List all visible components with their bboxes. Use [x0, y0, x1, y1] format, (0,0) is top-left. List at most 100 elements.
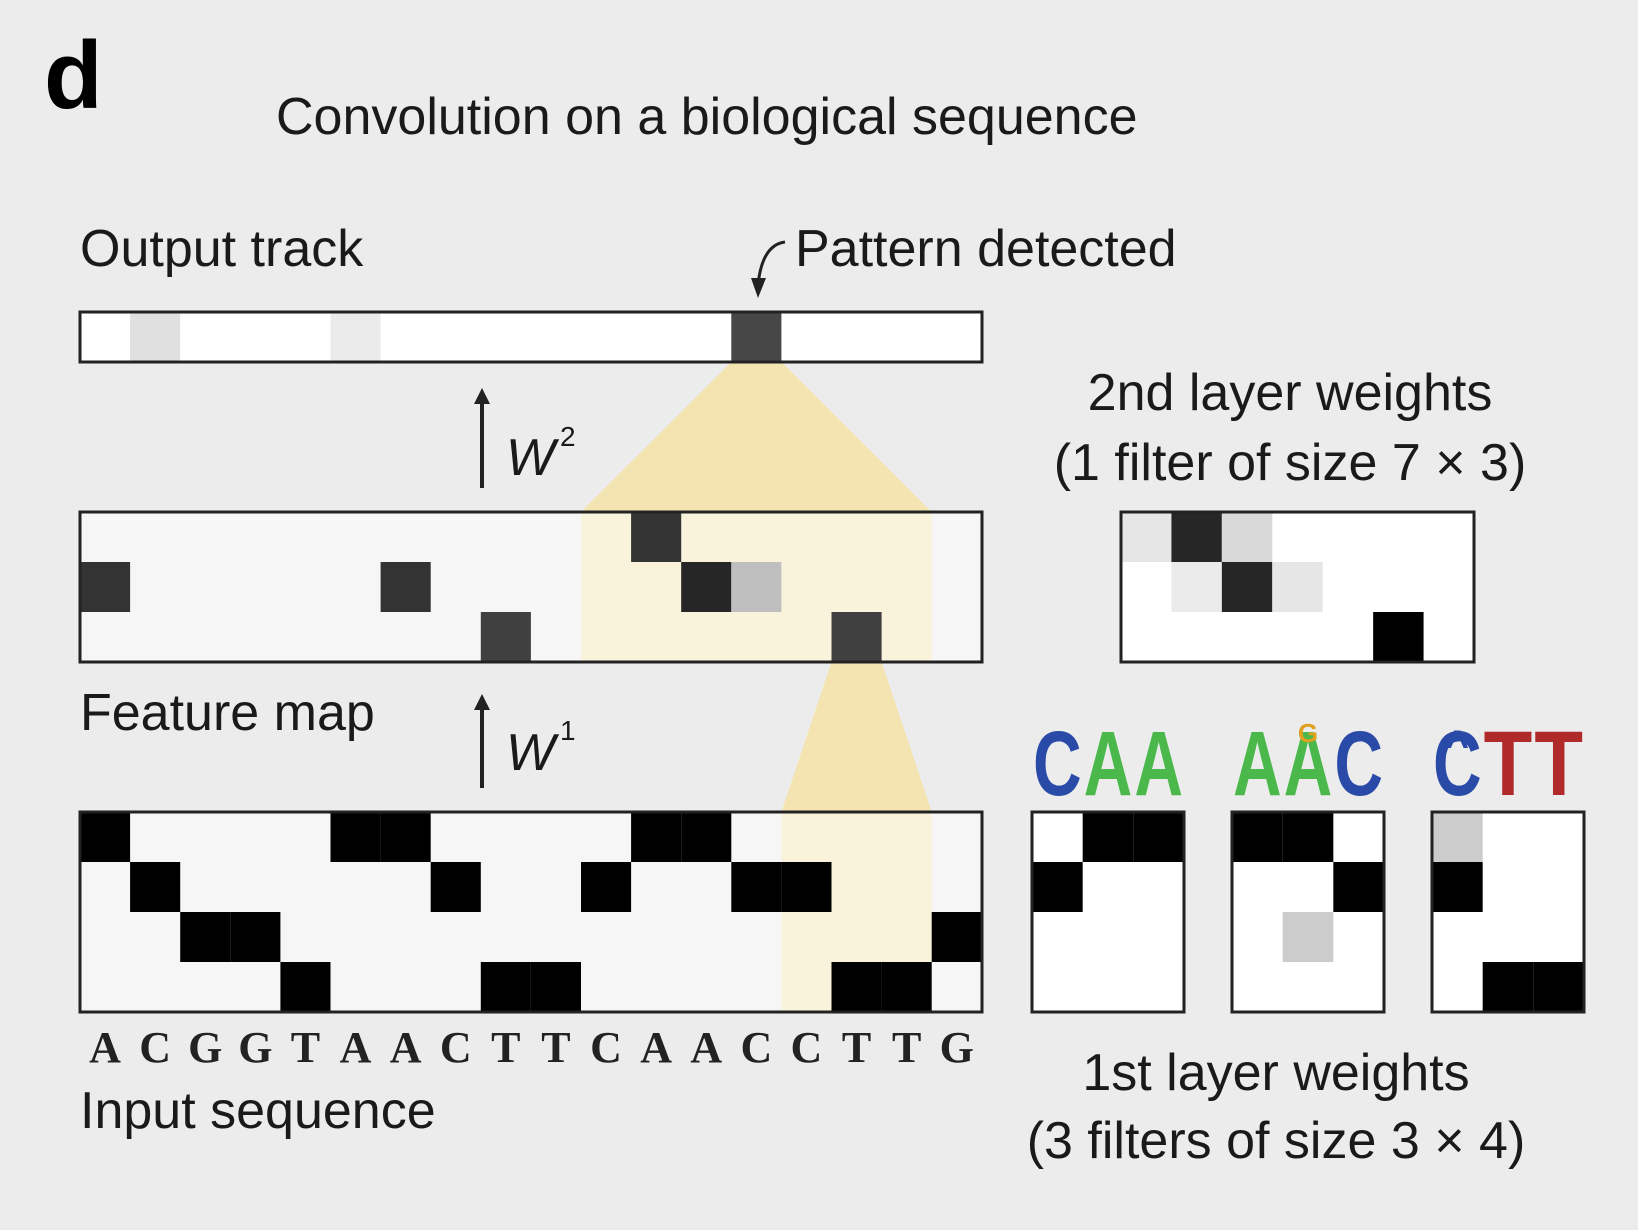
one-hot-cell	[180, 912, 231, 962]
sequence-letter: T	[892, 1023, 921, 1072]
one-hot-cell	[581, 862, 632, 912]
feature-map-border	[78, 510, 984, 664]
filter-cell	[1282, 912, 1334, 962]
logo-letter: C	[1033, 713, 1082, 815]
output-track-bg	[80, 312, 982, 362]
first-layer-title: 1st layer weights	[1082, 1044, 1469, 1102]
logo-small-letter: G	[1298, 718, 1318, 748]
one-hot-cell	[831, 962, 882, 1012]
diagram-title: Convolution on a biological sequence	[276, 88, 1138, 146]
output-track-cell	[731, 312, 782, 362]
sequence-letter: C	[740, 1023, 772, 1072]
sequence-letter: C	[791, 1023, 823, 1072]
filter-cell	[1432, 812, 1483, 862]
sequence-letter: A	[390, 1023, 422, 1072]
filter-cell	[1232, 812, 1283, 862]
sequence-letter: T	[291, 1023, 320, 1072]
filter-border	[1230, 810, 1386, 1014]
second-layer-title: 2nd layer weights	[1088, 364, 1493, 422]
logo-letter: C	[1433, 713, 1482, 815]
second-layer-cell	[1121, 512, 1172, 562]
logo-letter: T	[1484, 713, 1533, 815]
filter-cell	[1133, 812, 1184, 862]
logo-letter: A	[1233, 713, 1282, 815]
second-layer-cell	[1221, 562, 1273, 612]
one-hot-cell	[781, 862, 832, 912]
second-layer-weights	[1121, 512, 1474, 662]
feature-map-cell	[681, 562, 732, 612]
feature-map-cell	[480, 612, 531, 662]
filter-cell	[1432, 862, 1483, 912]
w2-label: W	[506, 429, 560, 487]
filter-cell	[1482, 962, 1534, 1012]
one-hot-cell	[80, 812, 131, 862]
output-track-cell	[330, 312, 381, 362]
one-hot-cell	[380, 812, 431, 862]
sequence-letter: A	[690, 1023, 722, 1072]
sequence-letter: G	[188, 1023, 222, 1072]
logo-letter: A	[1284, 713, 1333, 815]
panel-letter: d	[44, 22, 103, 129]
one-hot-cell	[430, 862, 481, 912]
one-hot-cell	[130, 862, 181, 912]
logo-letter: A	[1134, 713, 1183, 815]
sequence-letter: C	[139, 1023, 171, 1072]
w1-superscript: 1	[560, 715, 576, 746]
feature-map-cell	[731, 562, 782, 612]
second-layer-border	[1119, 510, 1476, 664]
w1-label: W	[506, 724, 560, 782]
sequence-letter: G	[238, 1023, 272, 1072]
output-track	[80, 312, 982, 362]
filter-cell	[1333, 862, 1384, 912]
w2-arrow-head	[474, 388, 490, 404]
one-hot-cell	[230, 912, 281, 962]
second-layer-cell	[1221, 512, 1273, 562]
one-hot-cell	[931, 912, 982, 962]
one-hot-cell	[631, 812, 682, 862]
pattern-arrow-head	[751, 278, 766, 298]
logo-small-letter: ^	[1446, 723, 1469, 767]
logo-letter: A	[1084, 713, 1133, 815]
sequence-letter: T	[491, 1023, 520, 1072]
one-hot-cell	[330, 812, 381, 862]
w2-superscript: 2	[560, 421, 576, 452]
filter-cell	[1082, 812, 1134, 862]
feature-map-cell	[80, 562, 131, 612]
sequence-letter: A	[640, 1023, 672, 1072]
feature-map-cell	[831, 612, 882, 662]
one-hot-cell	[681, 812, 732, 862]
sequence-letter: T	[842, 1023, 871, 1072]
one-hot-cell	[530, 962, 581, 1012]
one-hot-cell	[280, 962, 331, 1012]
second-layer-cell	[1171, 512, 1222, 562]
sequence-letter: C	[590, 1023, 622, 1072]
second-layer-cell	[1373, 612, 1424, 662]
first-layer-subtitle: (3 filters of size 3 × 4)	[1027, 1112, 1526, 1170]
second-layer-subtitle: (1 filter of size 7 × 3)	[1054, 434, 1527, 492]
second-layer-cell	[1272, 562, 1323, 612]
sequence-letter: A	[89, 1023, 121, 1072]
filter-cell	[1282, 812, 1334, 862]
output-track-label: Output track	[80, 220, 364, 278]
input-one-hot-matrix	[80, 812, 982, 1012]
feature-map	[80, 512, 982, 662]
logo-letter: C	[1334, 713, 1383, 815]
input-matrix-border	[78, 810, 984, 1014]
filter-border	[1030, 810, 1186, 1014]
feature-map-label: Feature map	[80, 684, 375, 742]
second-layer-cell	[1171, 562, 1222, 612]
w1-arrow-head	[474, 694, 490, 710]
pattern-detected-label: Pattern detected	[795, 220, 1177, 278]
filter-border	[1430, 810, 1586, 1014]
logo-letter: T	[1534, 713, 1583, 815]
feature-map-cell	[380, 562, 431, 612]
feature-map-cell	[631, 512, 682, 562]
one-hot-cell	[731, 862, 782, 912]
one-hot-cell	[480, 962, 531, 1012]
sequence-letter: T	[541, 1023, 570, 1072]
output-track-cell	[130, 312, 181, 362]
output-track-border	[78, 310, 984, 364]
